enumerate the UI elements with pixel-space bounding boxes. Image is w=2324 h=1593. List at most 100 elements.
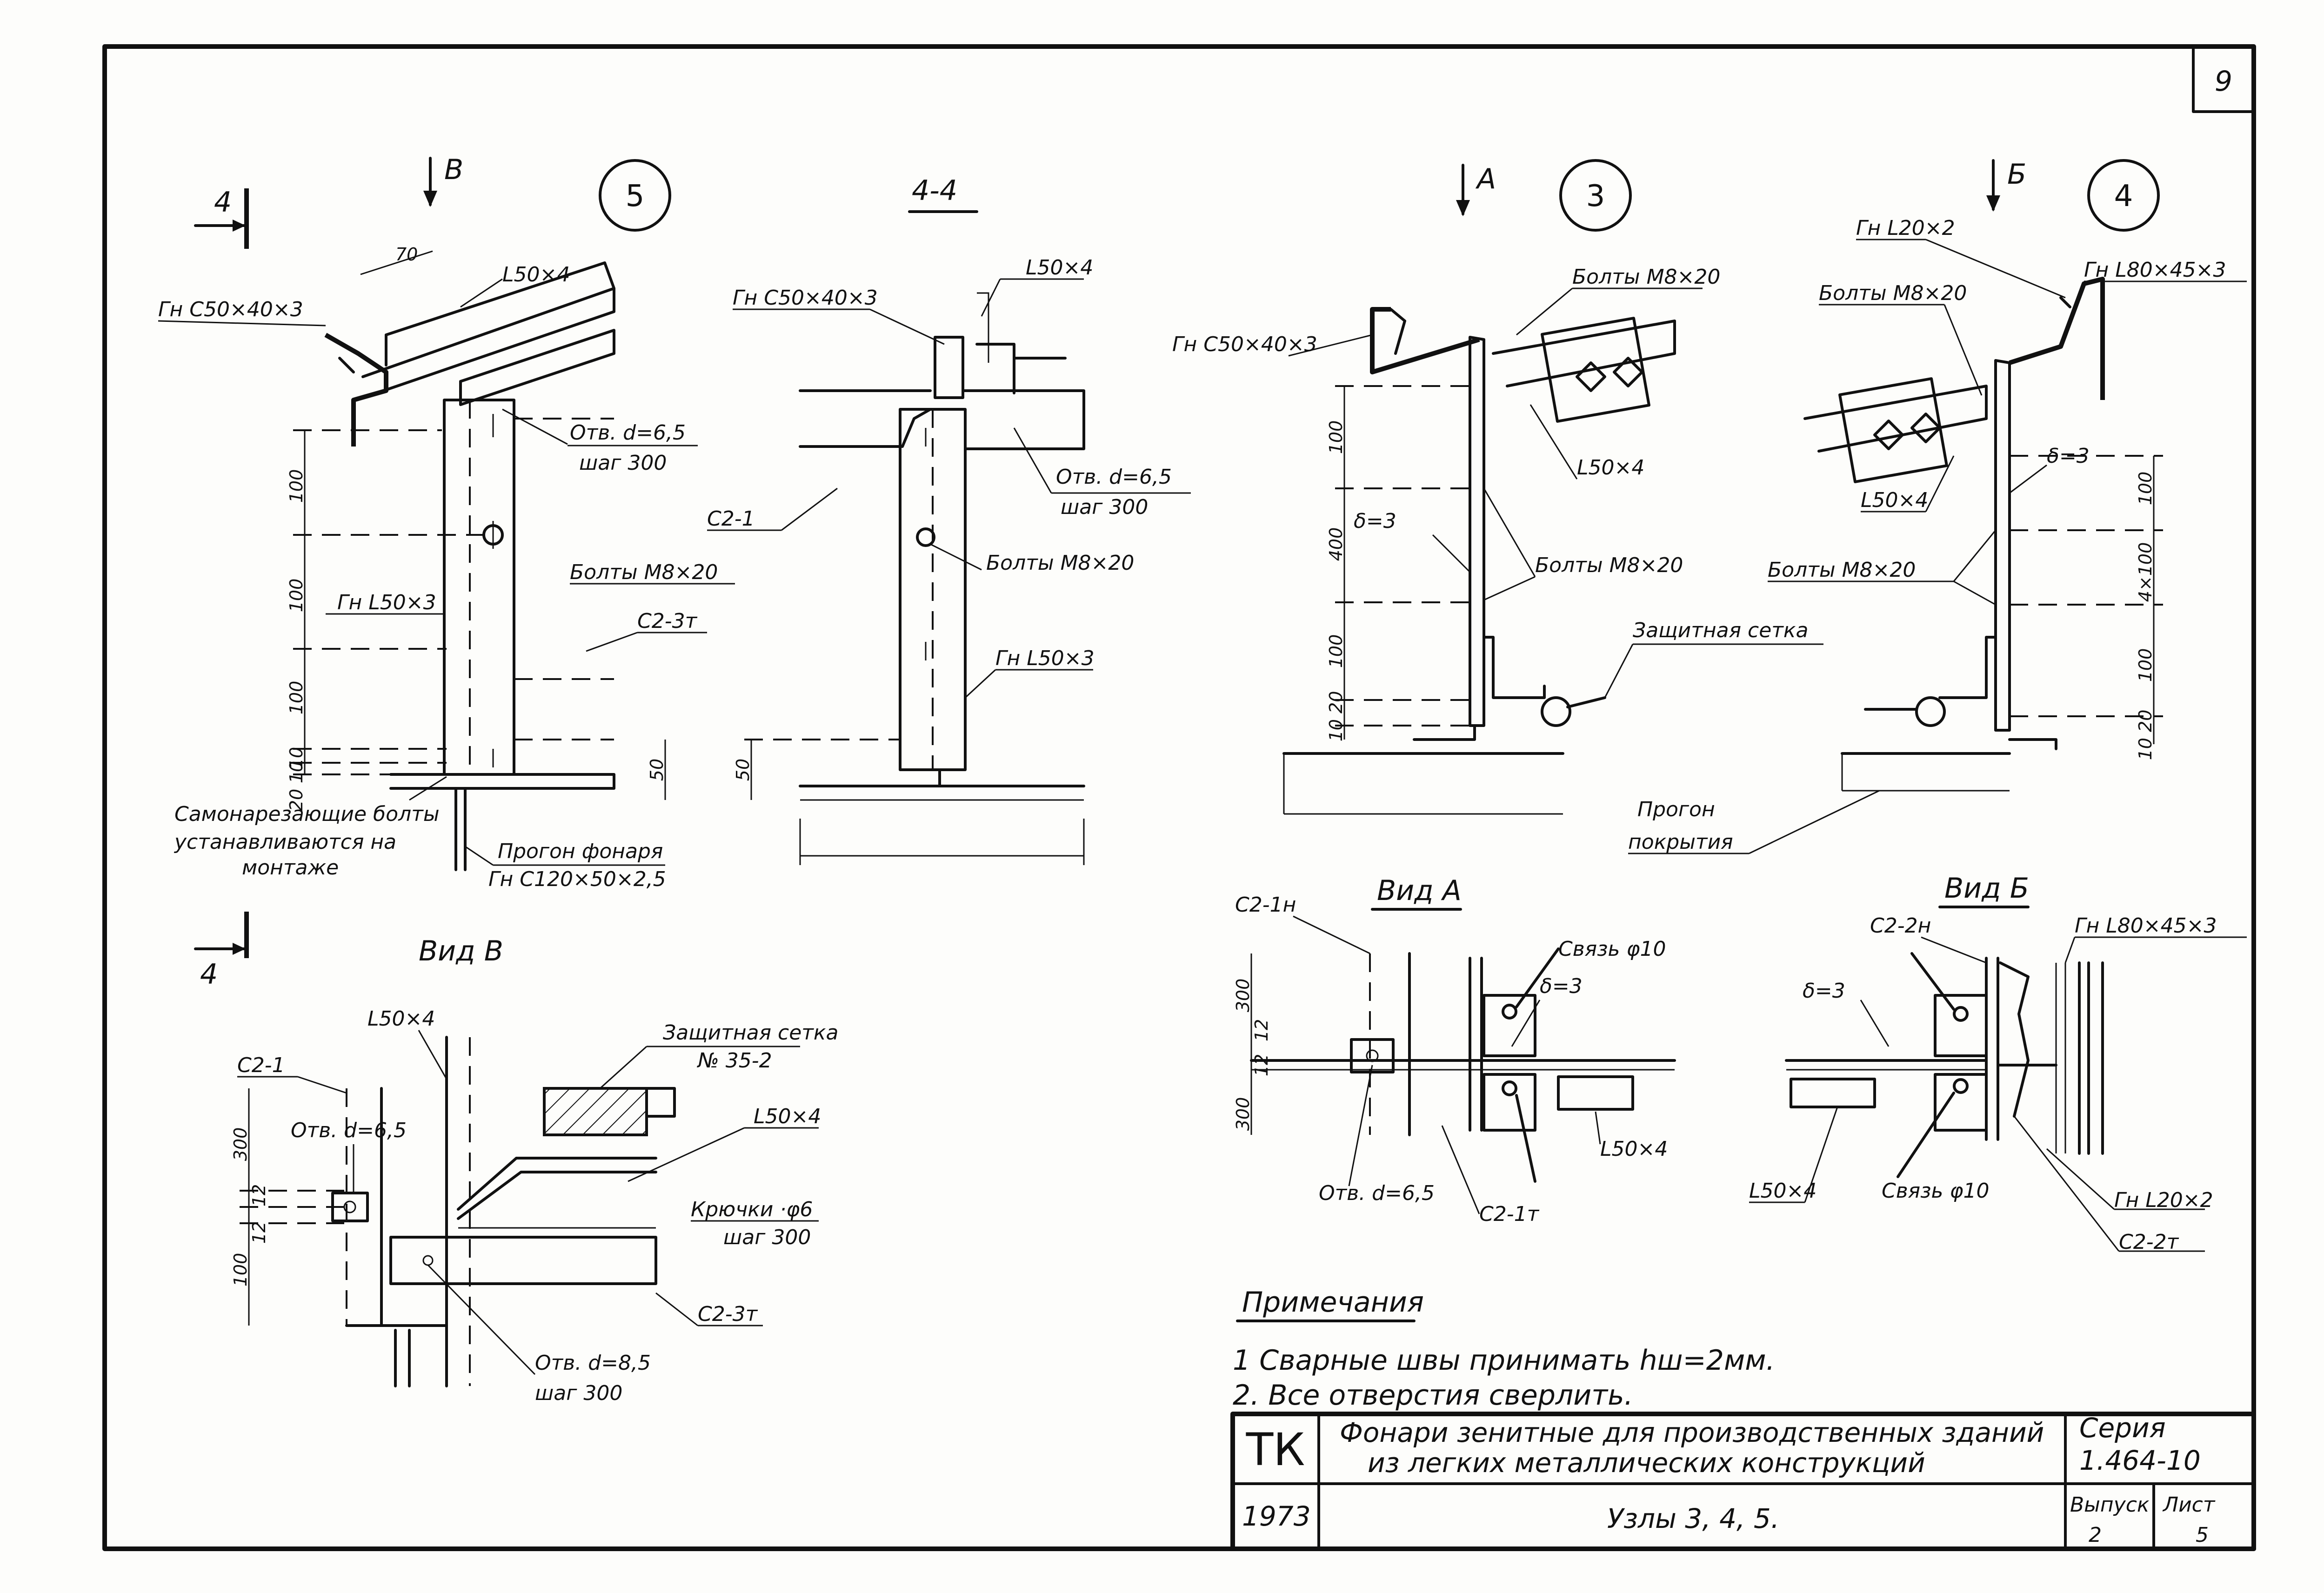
node3-label-bolts-top: Болты М8×20 — [1572, 265, 1720, 289]
notes-block: Примечания 1 Сварные швы принимать hш=2м… — [1233, 1286, 1775, 1412]
node-4-circle — [2087, 159, 2160, 232]
label-purlin-channel: Гн C120×50×2,5 — [488, 867, 666, 891]
viewb-label-step-300: шаг 300 — [535, 1381, 622, 1405]
viewa-dim-12-a: 12 — [1251, 1019, 1272, 1041]
viewa-dim-300-top: 300 — [1233, 979, 1253, 1013]
view-v-detail: Вид Б С2-2н Гн L80×45×3 δ=3 L50×4 Связь … — [1749, 872, 2247, 1254]
node3-label-bolts-mid: Болты М8×20 — [1535, 553, 1683, 577]
viewb-label-hole-85: Отв. d=8,5 — [535, 1351, 651, 1375]
dim-70: 70 — [395, 244, 418, 265]
node3-label-mesh: Защитная сетка — [1633, 619, 1808, 642]
sheet-frame — [102, 44, 2256, 1551]
title-tk: ТК — [1246, 1424, 1305, 1476]
viewa-label-delta: δ=3 — [1540, 974, 1583, 998]
node4-dim-100-a: 100 — [2135, 472, 2156, 506]
issue-label: Выпуск — [2070, 1493, 2150, 1517]
node-5-number: 5 — [626, 179, 645, 213]
viewb-label-c2-3t: С2-3т — [698, 1302, 758, 1326]
section-label-c2-1: С2-1 — [707, 507, 755, 531]
node-5-detail: 5 В 4 — [158, 153, 735, 891]
node4-label-l50x4: L50×4 — [1861, 488, 1928, 512]
node4-label-l20x2: Гн L20×2 — [1856, 216, 1955, 240]
node4-dim-4x100: 4×100 — [2135, 542, 2156, 602]
dim-50: 50 — [647, 759, 667, 781]
view-arrow-b: В — [444, 153, 463, 186]
label-l50x3: Гн L50×3 — [337, 591, 436, 614]
viewb-label-mesh: Защитная сетка — [663, 1021, 838, 1045]
viewv-label-c2-2t: С2-2т — [2119, 1230, 2179, 1254]
sheet-value: 5 — [2196, 1523, 2209, 1547]
node4-dim-100-b: 100 — [2135, 648, 2156, 682]
viewb-dim-12-b: 12 — [249, 1221, 269, 1244]
viewb-label-hooks: Крючки ·φ6 — [691, 1198, 813, 1221]
viewa-label-c2-1t: С2-1т — [1479, 1202, 1540, 1226]
viewa-dim-12-b: 12 — [1251, 1054, 1272, 1076]
node3-dim-100-b: 100 — [1326, 634, 1346, 668]
node3-dim-100-a: 100 — [1326, 420, 1346, 454]
label-lantern-purlin: Прогон фонаря — [498, 840, 663, 863]
notes-title: Примечания — [1242, 1286, 1424, 1319]
node-5-circle — [599, 159, 671, 232]
section-4-4: 4-4 50 Гн C50×40×3 L50×4 С2-1 — [707, 174, 1191, 865]
section-label-channel: Гн C50×40×3 — [733, 286, 878, 310]
sheet-number: 9 — [2215, 65, 2232, 98]
dim-100-a: 100 — [286, 469, 307, 503]
label-hook-channel: Гн C50×40×3 — [158, 298, 303, 321]
node4-dim-1020: 10 20 — [2135, 710, 2156, 760]
viewv-label-delta: δ=3 — [1803, 979, 1845, 1003]
section-label-l50x3: Гн L50×3 — [995, 647, 1095, 670]
label-c2-3t: С2-3т — [637, 609, 698, 633]
viewv-label-l80x45: Гн L80×45×3 — [2075, 914, 2217, 938]
node3-dim-400: 400 — [1326, 527, 1346, 561]
viewb-dim-12-a: 12 — [249, 1184, 269, 1206]
node3-label-l50x4: L50×4 — [1577, 456, 1644, 480]
node3-label-channel: Гн C50×40×3 — [1172, 333, 1317, 356]
viewa-label-hole: Отв. d=6,5 — [1319, 1181, 1435, 1205]
title-line-1: Фонари зенитные для производственных зда… — [1340, 1417, 2044, 1448]
label-bolts-m8x20: Болты М8×20 — [570, 560, 718, 584]
view-a-detail: Вид А 300 12 12 300 С2-1н Связь φ10 δ=3 … — [1233, 874, 1676, 1226]
viewv-label-tie: Связь φ10 — [1882, 1179, 1989, 1203]
title-line-2: из легких металлических конструкций — [1368, 1447, 1925, 1479]
section-label-hole: Отв. d=6,5 — [1056, 465, 1172, 489]
section-label-l50x4: L50×4 — [1026, 256, 1093, 280]
sheet-number-box — [2192, 45, 2255, 113]
dim-100-c: 100 — [286, 681, 307, 715]
node-4-detail: 4 Б 100 4×100 100 10 20 Гн L20×2 — [1628, 158, 2247, 854]
title-block: ТК Фонари зенитные для производственных … — [1230, 1412, 2256, 1551]
node-4-number: 4 — [2114, 179, 2133, 213]
view-b-title: Вид В — [419, 935, 503, 967]
node3-dim-1020: 10 20 — [1326, 691, 1346, 742]
section-mark-4-top: 4 — [214, 186, 232, 219]
node-3-detail: 3 А 100 400 100 10 20 Болты М8×20 — [1172, 159, 1823, 815]
label-self-tapping-bolts: Самонарезающие болты — [174, 802, 440, 826]
note-2: 2. Все отверстия сверлить. — [1233, 1379, 1633, 1412]
node3-label-delta: δ=3 — [1354, 509, 1396, 533]
dim-20: 20 — [286, 789, 307, 811]
dim-100-b: 100 — [286, 579, 307, 613]
viewb-label-l50x4-top: L50×4 — [367, 1007, 435, 1031]
year: 1973 — [1242, 1500, 1311, 1532]
viewa-label-tie: Связь φ10 — [1558, 937, 1666, 961]
viewb-label-mesh-number: № 35-2 — [696, 1049, 772, 1073]
node-3-number: 3 — [1586, 179, 1605, 213]
viewv-label-l20x2: Гн L20×2 — [2114, 1188, 2213, 1212]
node4-label-bolts-mid: Болты М8×20 — [1768, 558, 1916, 582]
view-arrow-a: А — [1475, 163, 1496, 195]
node4-label-l80x45: Гн L80×45×3 — [2084, 258, 2226, 282]
viewb-label-hooks-step: шаг 300 — [723, 1226, 811, 1249]
label-l50x4: L50×4 — [502, 263, 570, 287]
section-mark-4-bottom: 4 — [200, 958, 218, 991]
label-on-assembly: монтаже — [242, 856, 339, 880]
label-installed-on-site: устанавливаются на — [174, 830, 396, 854]
node4-label-bolts-top: Болты М8×20 — [1819, 281, 1967, 305]
node4-label-purlin: Прогон — [1637, 798, 1715, 821]
viewb-dim-100: 100 — [230, 1253, 251, 1287]
issue-value: 2 — [2089, 1523, 2102, 1547]
node-3-circle — [1559, 159, 1632, 232]
note-1: 1 Сварные швы принимать hш=2мм. — [1233, 1344, 1775, 1377]
label-step-300-a: шаг 300 — [579, 451, 667, 475]
viewa-label-l50x4: L50×4 — [1600, 1137, 1668, 1161]
